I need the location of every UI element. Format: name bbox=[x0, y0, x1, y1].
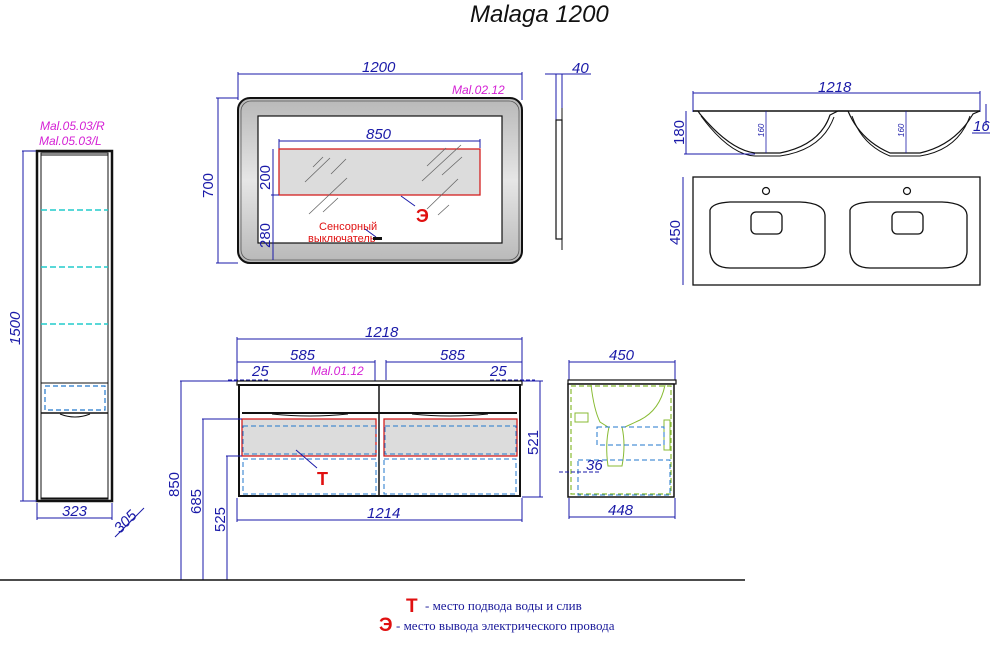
touch-switch-icon bbox=[373, 237, 382, 240]
sink-thickness-dim: 16 bbox=[973, 118, 990, 135]
right-offset-dim: 25 bbox=[489, 363, 507, 380]
floor-to-top-dim: 850 bbox=[166, 472, 183, 497]
water-marker: Т bbox=[317, 469, 328, 489]
pencil-case-width-dim: 323 bbox=[62, 503, 88, 520]
lamp-height-dim: 200 bbox=[257, 165, 274, 190]
legend-electric-marker: Э bbox=[379, 615, 393, 636]
sink-height-dim: 180 bbox=[671, 120, 688, 145]
sink-depth-dim: 450 bbox=[667, 220, 684, 245]
left-section-dim: 585 bbox=[290, 347, 316, 364]
vanity-code: Mal.01.12 bbox=[311, 364, 364, 378]
lamp-width-dim: 850 bbox=[366, 126, 392, 143]
sink-section-view: 1218 160 160 180 16 bbox=[671, 79, 990, 157]
floor-to-pipe-bottom-dim: 525 bbox=[212, 507, 229, 532]
sink-top-view: 450 bbox=[667, 176, 981, 286]
legend-water-text: - место подвода воды и слив bbox=[425, 598, 582, 613]
pencil-case-depth-dim: 305 bbox=[111, 507, 141, 537]
mirror-height-dim: 700 bbox=[200, 173, 217, 198]
legend: Т - место подвода воды и слив Э - место … bbox=[379, 596, 615, 636]
side-offset-dim: 36 bbox=[586, 457, 603, 474]
pencil-case-view: Mal.05.03/R Mal.05.03/L 1500 323 305 bbox=[7, 119, 145, 538]
vanity-body-height-dim: 521 bbox=[525, 430, 542, 455]
vanity-width-dim: 1218 bbox=[365, 324, 399, 341]
mirror-width-dim: 1200 bbox=[362, 59, 396, 76]
bowl-depth-right-dim: 160 bbox=[897, 123, 906, 137]
left-offset-dim: 25 bbox=[251, 363, 269, 380]
lamp-offset-dim: 280 bbox=[257, 223, 274, 248]
pencil-case-code-r: Mal.05.03/R bbox=[40, 119, 105, 133]
pencil-case-code-l: Mal.05.03/L bbox=[39, 134, 102, 148]
mirror-view: 1200 Mal.02.12 850 200 280 700 Э bbox=[200, 59, 591, 264]
floor-to-pipe-top-dim: 685 bbox=[188, 489, 205, 514]
sink-width-dim: 1218 bbox=[818, 79, 852, 96]
pencil-case-height-dim: 1500 bbox=[7, 311, 24, 345]
legend-electric-text: - место вывода электрического провода bbox=[396, 618, 615, 633]
electric-marker: Э bbox=[416, 206, 429, 226]
mirror-code: Mal.02.12 bbox=[452, 83, 505, 97]
switch-label-2: выключатель bbox=[308, 233, 376, 245]
mirror-depth-dim: 40 bbox=[572, 60, 589, 77]
page-title: Malaga 1200 bbox=[470, 1, 609, 28]
vanity-bottom-width-dim: 1214 bbox=[367, 505, 400, 522]
switch-label-1: Сенсорный bbox=[319, 221, 377, 233]
side-top-width-dim: 450 bbox=[609, 347, 635, 364]
vanity-front-view: 1218 585 585 25 Mal.01.12 25 Т 1214 bbox=[0, 324, 745, 581]
legend-water-marker: Т bbox=[406, 596, 418, 617]
vanity-side-view: 450 36 448 bbox=[559, 347, 677, 519]
side-bottom-width-dim: 448 bbox=[608, 502, 634, 519]
bowl-depth-left-dim: 160 bbox=[757, 123, 766, 137]
right-section-dim: 585 bbox=[440, 347, 466, 364]
